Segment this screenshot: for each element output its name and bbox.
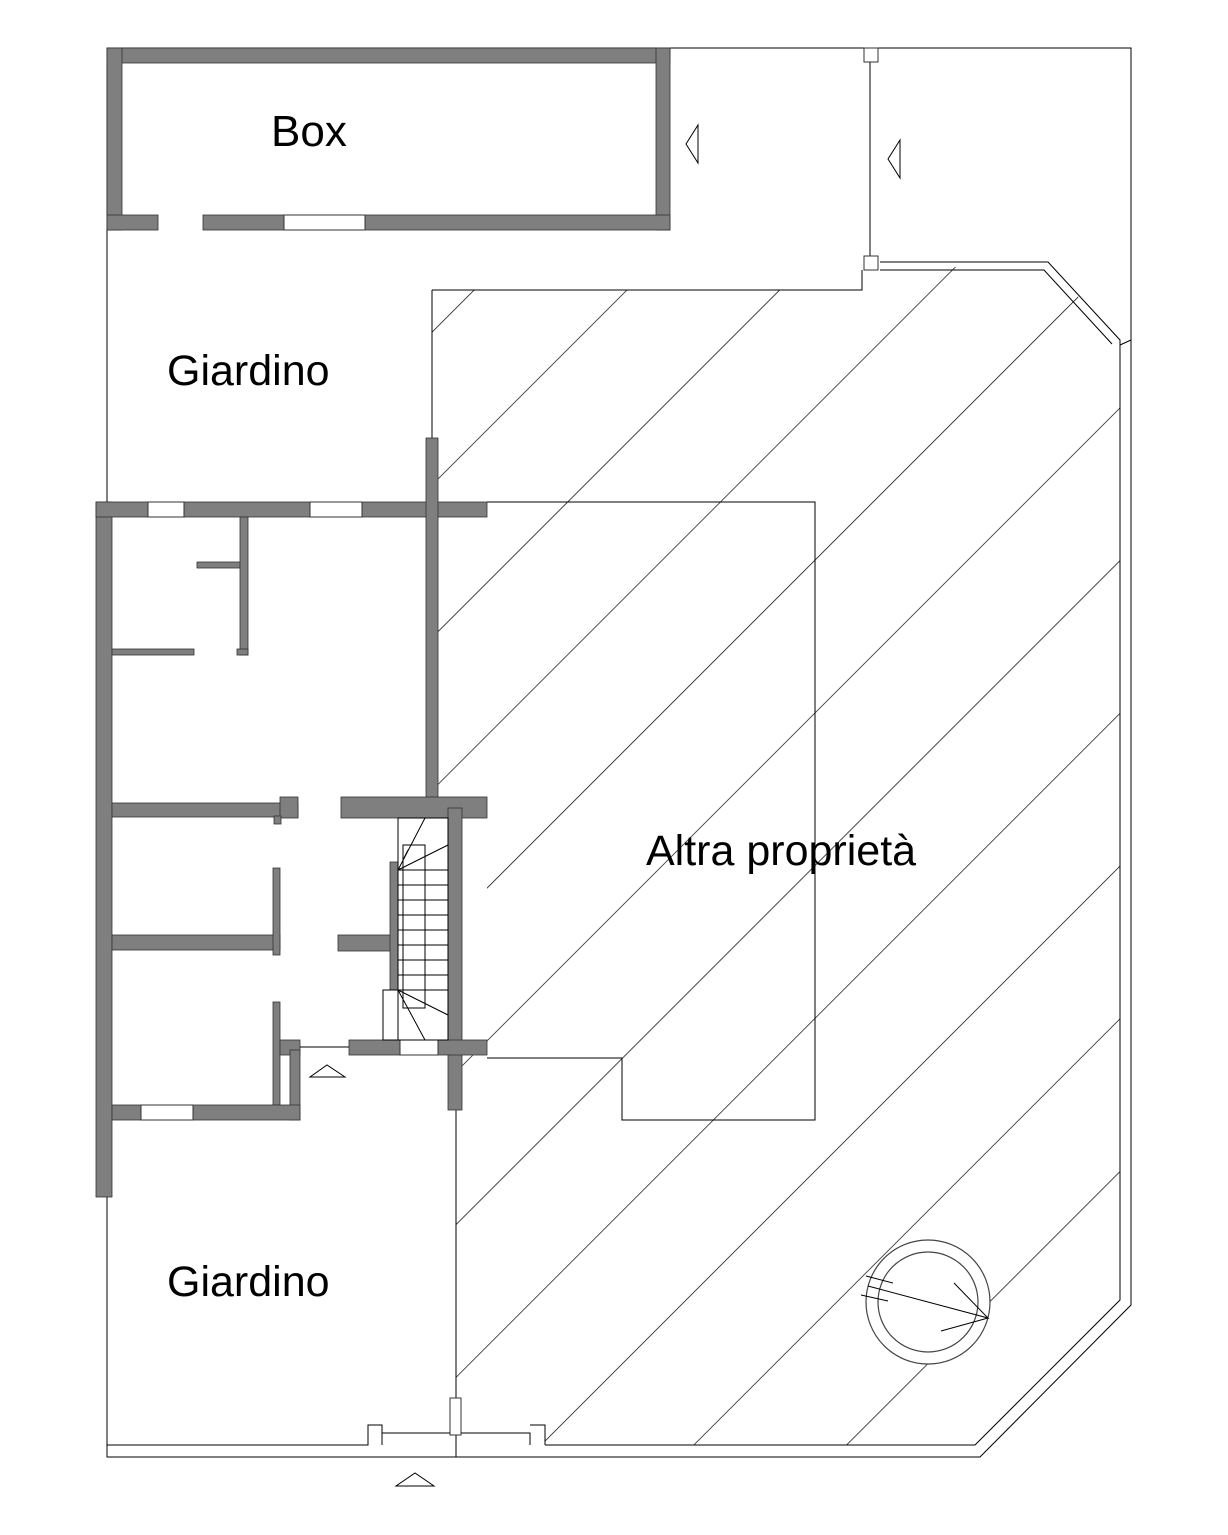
- staircase: [382, 817, 449, 1041]
- round-well-icon: [860, 1239, 991, 1365]
- entrance-arrow-icon: [308, 1064, 347, 1078]
- label-box: Box: [271, 107, 347, 156]
- house-walls: [95, 437, 488, 1198]
- entrance-arrow-icon: [394, 1472, 436, 1487]
- entrance-arrow-icon: [685, 123, 699, 165]
- label-other-property: Altra proprietà: [646, 827, 917, 875]
- other-property-hatch: [432, 264, 1120, 1445]
- garage-walls: [106, 47, 671, 231]
- label-garden-top: Giardino: [167, 347, 330, 395]
- label-garden-bottom: Giardino: [167, 1258, 330, 1306]
- entrance-arrow-icon: [887, 138, 901, 180]
